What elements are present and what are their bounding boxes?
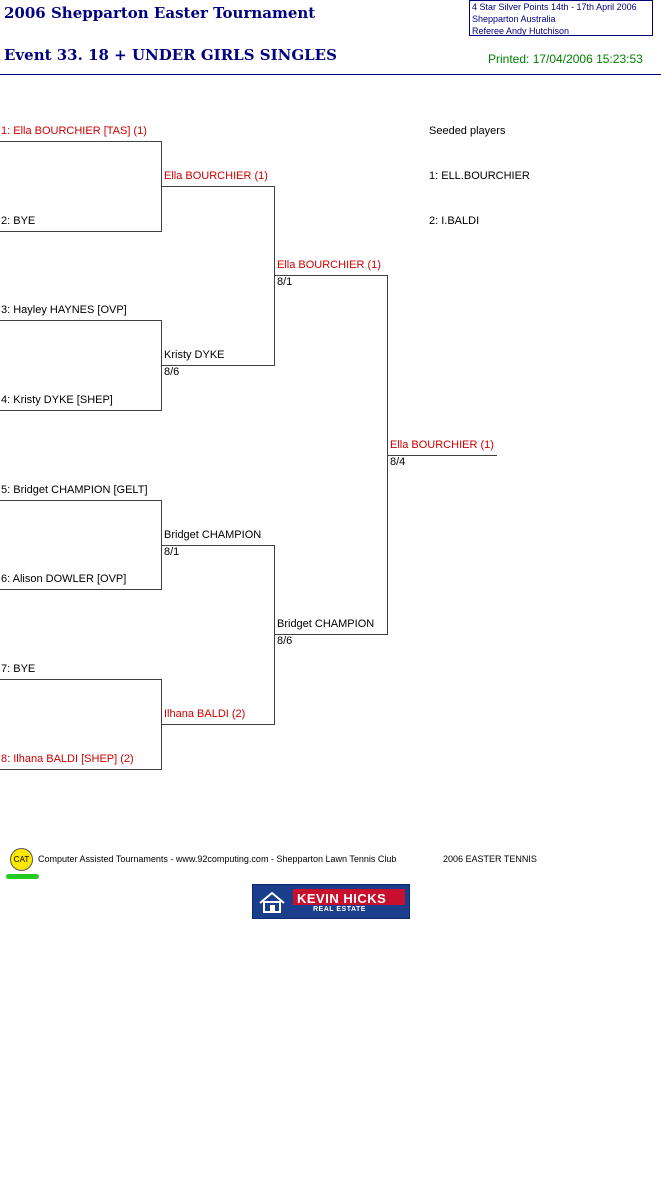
- info-line-referee: Referee Andy Hutchison: [472, 26, 570, 36]
- round2-line-2: [161, 365, 274, 366]
- semifinal-line-1: [274, 275, 387, 276]
- round1-line-5: [0, 500, 161, 501]
- round1-player-8: 8: Ilhana BALDI [SHEP] (2): [1, 753, 134, 765]
- round1-line-6: [0, 589, 161, 590]
- seed-2: 2: I.BALDI: [429, 215, 480, 227]
- round1-player-1: 1: Ella BOURCHIER [TAS] (1): [1, 125, 147, 137]
- seeded-players-heading: Seeded players: [429, 125, 506, 137]
- tournament-title: 2006 Shepparton Easter Tournament: [4, 4, 316, 22]
- semifinal-score-2: 8/6: [277, 635, 293, 647]
- sponsor-red-band: [293, 889, 405, 905]
- round1-line-7: [0, 679, 161, 680]
- round1-line-1: [0, 141, 161, 142]
- round2-line-4: [161, 724, 274, 725]
- sponsor-brand: KEVIN HICKS: [297, 891, 387, 906]
- round1-player-6: 6: Alison DOWLER [OVP]: [1, 573, 127, 585]
- info-line-location: Shepparton Australia: [472, 14, 556, 24]
- round1-player-2: 2: BYE: [1, 215, 36, 227]
- round1-line-8: [0, 769, 161, 770]
- round2-winner-3: Bridget CHAMPION: [164, 529, 262, 541]
- round2-connector-1: [274, 186, 275, 366]
- round1-player-4: 4: Kristy DYKE [SHEP]: [1, 394, 113, 406]
- round2-winner-4: Ilhana BALDI (2): [164, 708, 246, 720]
- round2-winner-2: Kristy DYKE: [164, 349, 225, 361]
- round2-winner-1: Ella BOURCHIER (1): [164, 170, 268, 182]
- round1-player-3: 3: Hayley HAYNES [OVP]: [1, 304, 127, 316]
- info-line-grade: 4 Star Silver Points 14th - 17th April 2…: [472, 2, 637, 12]
- semifinal-winner-2: Bridget CHAMPION: [277, 618, 375, 630]
- round2-line-1: [161, 186, 274, 187]
- cat-logo-underline: [6, 874, 39, 879]
- header-divider: [0, 74, 661, 75]
- final-score: 8/4: [390, 456, 406, 468]
- sponsor-subtitle: REAL ESTATE: [313, 906, 366, 913]
- footer-credit: Computer Assisted Tournaments - www.92co…: [38, 854, 397, 864]
- round2-connector-2: [274, 545, 275, 725]
- event-title: Event 33. 18 + UNDER GIRLS SINGLES: [4, 46, 337, 64]
- semifinal-score-1: 8/1: [277, 276, 293, 288]
- round1-line-2: [0, 231, 161, 232]
- round1-player-7: 7: BYE: [1, 663, 36, 675]
- round2-score-2: 8/6: [164, 366, 180, 378]
- round2-line-3: [161, 545, 274, 546]
- round1-line-3: [0, 320, 161, 321]
- round2-score-3: 8/1: [164, 546, 180, 558]
- seed-1: 1: ELL.BOURCHIER: [429, 170, 530, 182]
- printed-timestamp: Printed: 17/04/2006 15:23:53: [488, 52, 643, 66]
- cat-logo-icon: CAT: [10, 848, 33, 871]
- semifinal-line-2: [274, 634, 387, 635]
- house-icon: [259, 891, 285, 913]
- footer-event-name: 2006 EASTER TENNIS: [443, 854, 537, 864]
- round1-line-4: [0, 410, 161, 411]
- semifinal-winner-1: Ella BOURCHIER (1): [277, 259, 381, 271]
- final-line: [387, 455, 497, 456]
- tournament-info-box: 4 Star Silver Points 14th - 17th April 2…: [469, 0, 653, 36]
- sponsor-logo: KEVIN HICKS REAL ESTATE: [252, 884, 410, 919]
- champion-name: Ella BOURCHIER (1): [390, 439, 494, 451]
- round1-player-5: 5: Bridget CHAMPION [GELT]: [1, 484, 148, 496]
